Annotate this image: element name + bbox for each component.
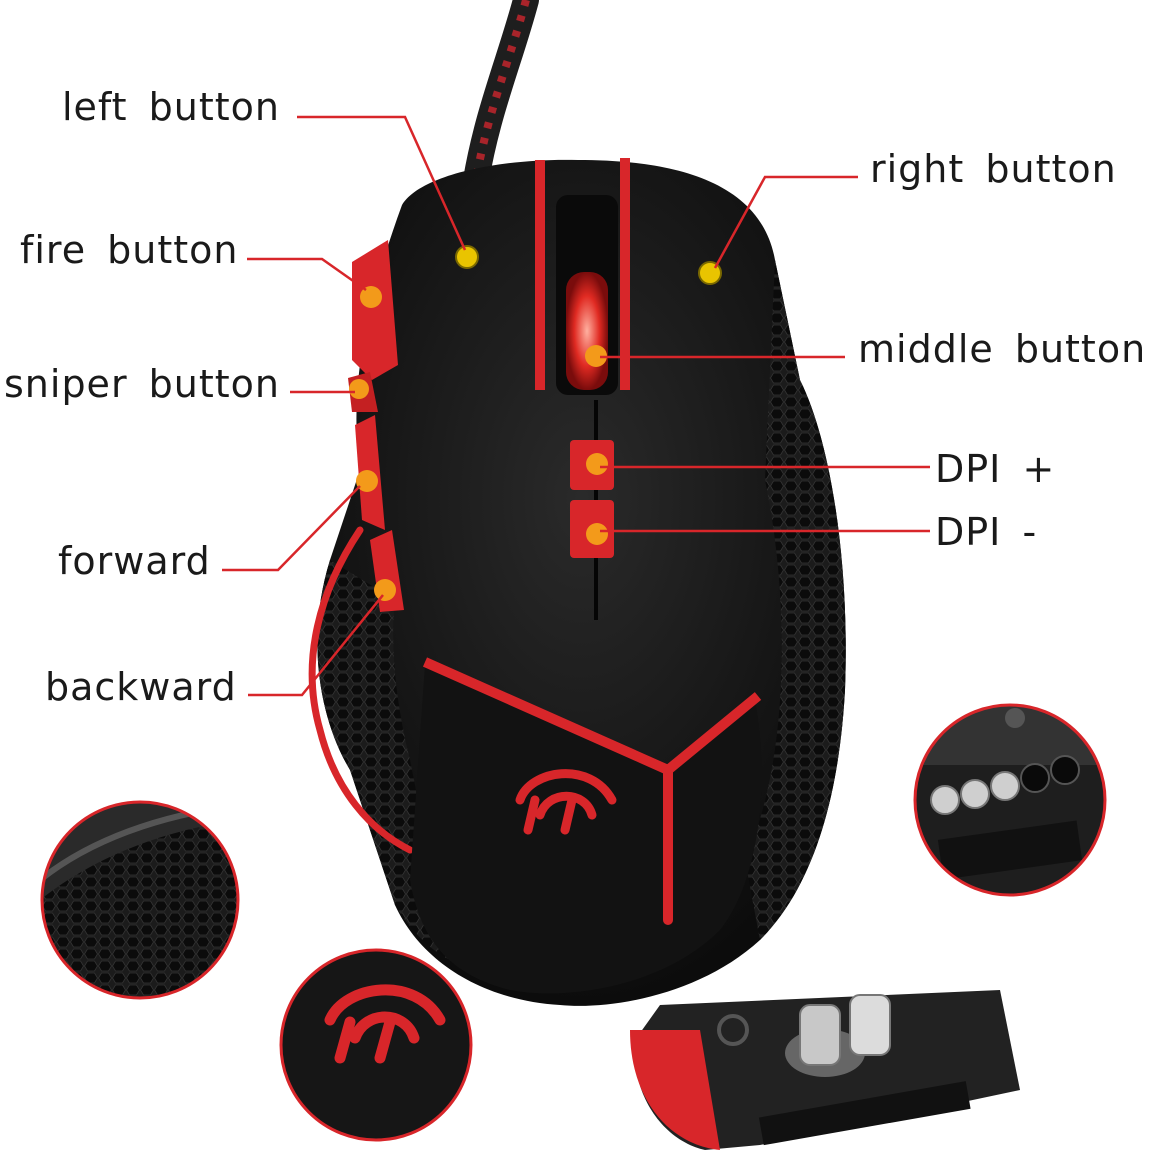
dpi-plus-label: DPI + bbox=[935, 447, 1056, 491]
button-markers bbox=[349, 245, 722, 601]
detail-circle-weight-slots bbox=[913, 703, 1107, 897]
middle-button-label: middle button bbox=[858, 327, 1147, 371]
detail-circle-grip-texture bbox=[40, 800, 240, 1000]
mouse-cable bbox=[463, 0, 539, 193]
sniper-button-label: sniper button bbox=[4, 362, 280, 406]
left-button-label: left button bbox=[62, 85, 280, 129]
forward-label: forward bbox=[58, 539, 211, 583]
detail-circle-logo bbox=[279, 948, 473, 1142]
leader-lines bbox=[222, 115, 930, 697]
dpi-minus-label: DPI - bbox=[935, 510, 1038, 554]
scroll-wheel bbox=[556, 195, 618, 395]
mouse-body bbox=[308, 158, 846, 1006]
fire-button-label: fire button bbox=[20, 228, 239, 272]
backward-label: backward bbox=[45, 665, 237, 709]
right-button-label: right button bbox=[870, 147, 1117, 191]
weight-cartridge bbox=[630, 990, 1020, 1150]
brand-logo bbox=[515, 769, 617, 835]
